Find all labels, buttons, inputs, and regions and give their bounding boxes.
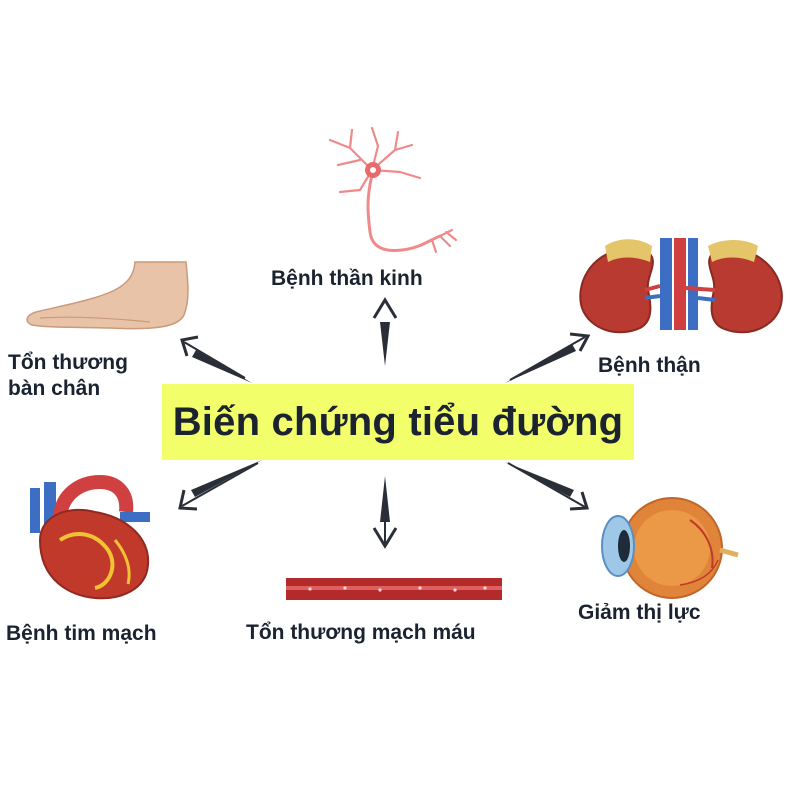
- diagram-title: Biến chứng tiểu đường: [172, 399, 624, 444]
- label-foot-line1: Tổn thương: [8, 351, 128, 374]
- label-foot-line2: bàn chân: [8, 377, 101, 401]
- center-title-box: Biến chứng tiểu đường: [162, 384, 634, 460]
- label-vessel-damage: Tổn thương mạch máu: [246, 621, 476, 644]
- label-nerve-disease: Bệnh thần kinh: [271, 267, 423, 290]
- label-heart-disease: Bệnh tim mạch: [6, 622, 157, 645]
- label-foot-damage: Tổn thương bàn chân: [8, 350, 128, 403]
- arrow-lower-left: [178, 460, 262, 511]
- arrow-upper-right: [505, 332, 591, 383]
- arrow-down: [372, 476, 398, 549]
- label-vision-loss: Giảm thị lực: [578, 601, 701, 624]
- label-kidney-disease: Bệnh thận: [598, 354, 701, 377]
- arrow-lower-right: [505, 462, 590, 511]
- arrow-upper-left: [180, 335, 252, 383]
- arrow-up: [372, 297, 398, 366]
